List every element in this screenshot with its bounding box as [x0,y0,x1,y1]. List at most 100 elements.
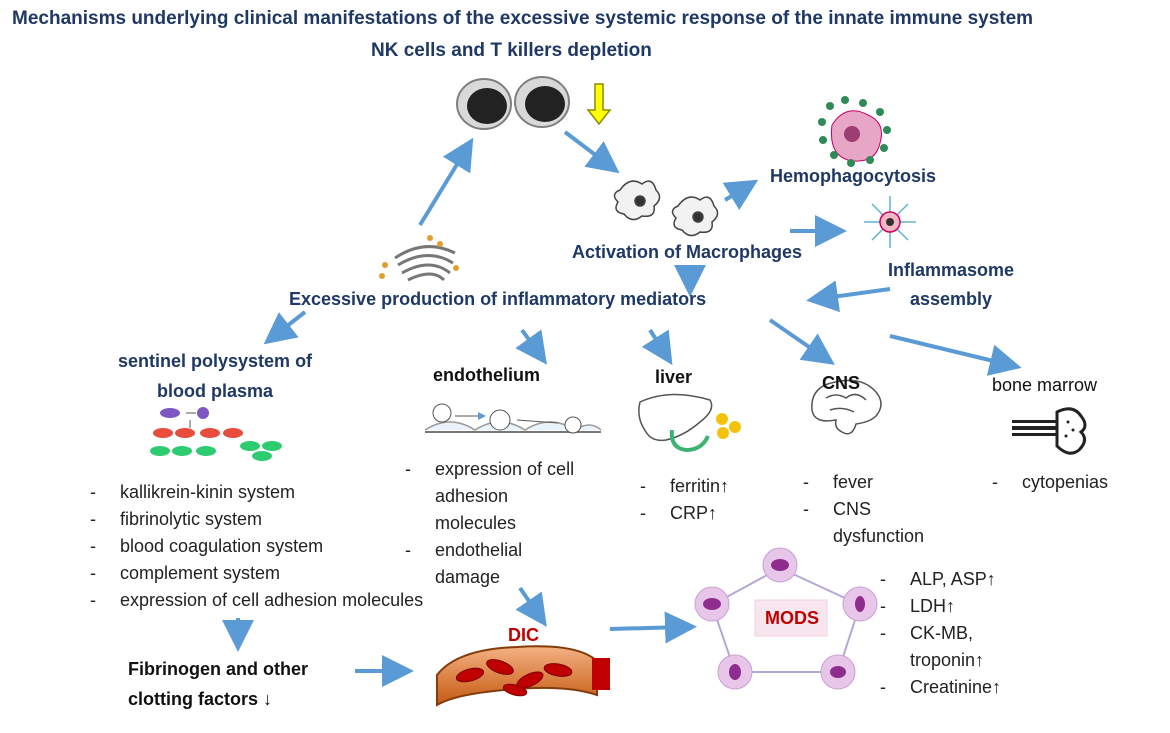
arrow-to-hemophagocytosis [722,179,759,211]
nk-cells-icon [456,76,570,130]
list-item: - CRP↑ [640,500,729,527]
fibrinogen-line-1: Fibrinogen and other [128,659,308,679]
list-item-text: cytopenias [1022,472,1109,492]
list-dash: - [90,536,96,556]
list-item-text: troponin↑ [910,650,985,670]
inflammasome-line-2: assembly [909,289,993,309]
fibrinogen-line-2: clotting factors ↓ [128,689,273,709]
sentinel-line-1: sentinel polysystem of [118,351,313,371]
figure-title: Mechanisms underlying clinical manifesta… [12,8,1034,29]
list-item: - complement system [90,560,423,587]
fibrinogen-label: Fibrinogen and other clotting factors ↓ [128,654,308,714]
list-item-text: complement system [120,563,281,583]
list-dash: - [640,503,646,523]
list-item: - LDH↑ [880,593,1001,620]
list-dash: - [880,569,886,589]
arrow-to-sentinel [263,310,307,345]
inflammasome-label: Inflammasome assembly [888,256,1014,314]
list-item: - fibrinolytic system [90,506,423,533]
endothelium-list: - expression of cell adhesion molecules … [405,456,574,591]
list-item-text: endothelial [435,540,523,560]
activation-macrophages-label: Activation of Macrophages [572,242,803,262]
list-dash: - [405,459,411,479]
bone-icon [1012,407,1087,455]
arrow-to-bone-marrow [889,334,1022,376]
list-dash: - [640,476,646,496]
mods-cycle-icon [694,547,878,690]
endothelium-icon [424,403,602,434]
endothelium-label: endothelium [433,365,540,385]
list-item-text: expression of cell adhesion molecules [120,590,424,610]
list-item-text: CNS [833,499,872,519]
mods-list: - ALP, ASP↑ - LDH↑ - CK-MB, troponin↑ - Cre… [880,566,1001,701]
arrow-to-endothelium [515,328,548,365]
list-item: -kallikrein-kinin system [90,479,423,506]
macrophage-icon [613,180,719,237]
cns-list: - fever - CNS dysfunction [803,469,924,550]
plasma-proteins-icon [150,407,282,461]
list-item: - expression of cell adhesion molecules [90,587,423,614]
list-dash: - [880,596,886,616]
sentinel-line-2: blood plasma [157,381,274,401]
liver-label: liver [655,367,693,387]
list-item: - CK-MB, troponin↑ [880,620,1001,674]
list-item: - Creatinine↑ [880,674,1001,701]
list-item-text: expression of cell [435,459,575,479]
list-item: - ferritin↑ [640,473,729,500]
cns-label: CNS [822,373,861,393]
arrow-inflammasome-to-mediators [806,280,891,313]
inflammasome-icon [864,196,916,248]
arrow-mediators-to-nk [418,137,474,227]
depletion-down-arrow-icon [586,83,612,126]
list-item-text: ALP, ASP↑ [910,569,996,589]
excessive-production-label: Excessive production of inflammatory med… [289,289,707,309]
blood-vessel-icon [436,645,610,707]
list-dash: - [90,590,96,610]
dic-label: DIC [508,625,539,645]
arrow-dic-to-mods [609,611,697,644]
list-item-text: fever [833,472,874,492]
list-dash: - [803,499,809,519]
liver-icon [638,393,741,453]
list-item: - expression of cell adhesion molecules [405,456,574,537]
list-item-text: ferritin↑ [670,476,730,496]
liver-list: - ferritin↑ - CRP↑ [640,473,729,527]
inflammasome-line-1: Inflammasome [888,260,1015,280]
list-item: - fever [803,469,924,496]
list-item: - cytopenias [992,469,1108,496]
list-item-text: kallikrein-kinin system [120,482,296,502]
mediator-release-icon [379,235,459,282]
arrow-to-liver [641,328,673,366]
bone-marrow-list: - cytopenias [992,469,1108,496]
list-item-text: molecules [435,513,517,533]
list-dash: - [880,677,886,697]
arrow-endothelium-to-dic [515,586,547,627]
brain-icon [811,379,882,435]
hemophagocytosis-label: Hemophagocytosis [770,166,937,186]
list-item-text: LDH↑ [910,596,956,616]
list-item: - CNS dysfunction [803,496,924,550]
list-item: - ALP, ASP↑ [880,566,1001,593]
mods-label: MODS [765,608,819,628]
list-item: - blood coagulation system [90,533,423,560]
list-dash: - [992,472,998,492]
list-item-text: dysfunction [833,526,925,546]
arrow-to-cns [768,318,835,365]
list-dash: - [90,563,96,583]
list-dash: - [405,540,411,560]
list-item-text: fibrinolytic system [120,509,263,529]
list-dash: - [90,509,96,529]
nk-depletion-label: NK cells and T killers depletion [371,40,652,61]
list-dash: - [880,623,886,643]
sentinel-label: sentinel polysystem of blood plasma [118,346,312,406]
hemophagocytosis-cell-icon [818,96,891,167]
list-item-text: Creatinine↑ [910,677,1002,697]
list-item-text: CRP↑ [670,503,718,523]
bone-marrow-label: bone marrow [992,375,1098,395]
list-item-text: blood coagulation system [120,536,324,556]
list-item-text: CK-MB, [910,623,973,643]
list-dash: - [803,472,809,492]
list-item-text: damage [435,567,501,587]
list-item-text: adhesion [435,486,509,506]
